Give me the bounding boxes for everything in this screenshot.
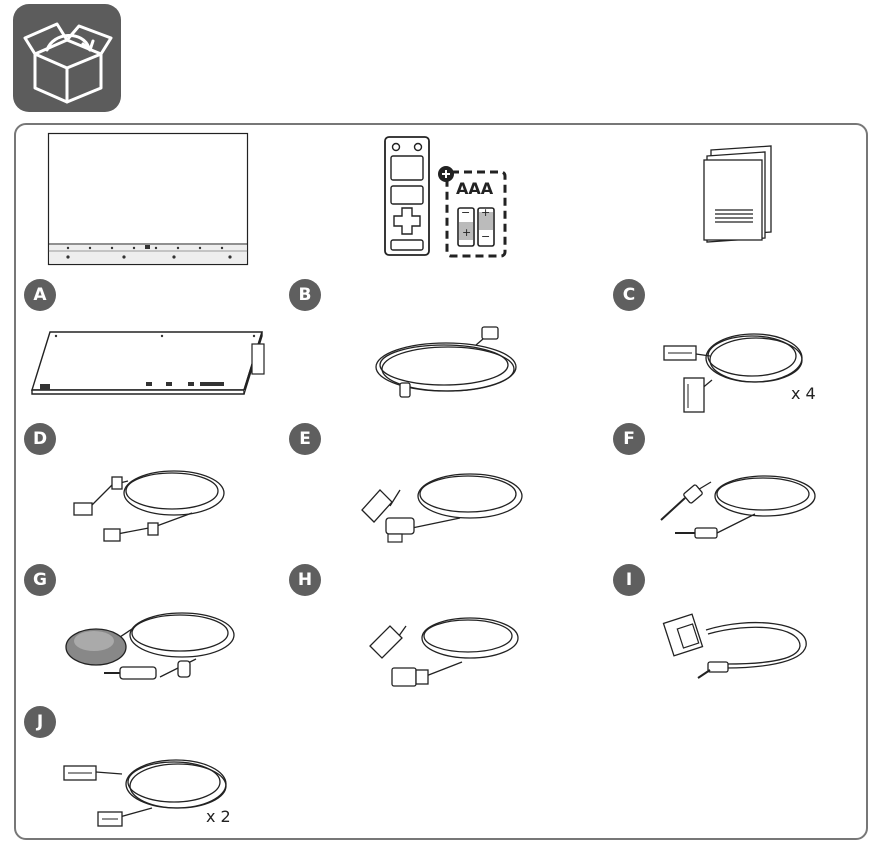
quantity-c: x 4: [791, 384, 816, 403]
label-badge-b: B: [289, 279, 321, 311]
label-badge-i: I: [613, 564, 645, 596]
label-badge-d: D: [24, 423, 56, 455]
battery-type-label: AAA: [456, 179, 494, 198]
battery-plus-sign-2: +: [481, 206, 491, 219]
label-badge-c: C: [613, 279, 645, 311]
quantity-j: x 2: [206, 807, 231, 826]
battery-plus-sign: +: [462, 226, 472, 239]
label-badge-e: E: [289, 423, 321, 455]
label-badge-g: G: [24, 564, 56, 596]
label-badge-h: H: [289, 564, 321, 596]
label-badge-f: F: [613, 423, 645, 455]
open-box-icon: [13, 4, 121, 112]
label-badge-j: J: [24, 706, 56, 738]
label-badge-a: A: [24, 279, 56, 311]
battery-minus-sign: −: [461, 206, 471, 219]
contents-frame: [14, 123, 868, 840]
battery-minus-sign-2: −: [481, 230, 491, 243]
